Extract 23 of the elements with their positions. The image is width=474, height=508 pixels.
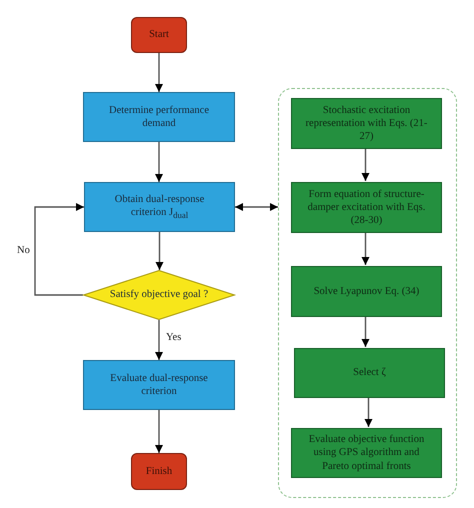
arrow: [364, 397, 372, 427]
arrow: [156, 232, 164, 270]
process-box: Determine performance demand: [83, 92, 235, 142]
arrow: [235, 203, 278, 211]
arrow: [362, 316, 370, 347]
arrow: [155, 320, 163, 360]
arrow: [34, 203, 84, 296]
decision-diamond: Satisfy objective goal ?: [83, 270, 235, 320]
arrow: [362, 148, 370, 181]
terminal-box: Finish: [131, 453, 187, 490]
arrow: [362, 232, 370, 265]
arrow: [155, 142, 163, 182]
process-box: Select ζ: [294, 348, 445, 398]
arrow: [155, 410, 163, 453]
terminal-box: Start: [131, 17, 187, 53]
process-box: Solve Lyapunov Eq. (34): [291, 266, 442, 317]
process-box: Stochastic excitation representation with Eqs. (21-27): [291, 98, 442, 149]
process-box: Evaluate dual-response criterion: [83, 360, 235, 410]
arrow: [155, 53, 163, 92]
dashed-group-box: [278, 88, 457, 498]
process-box: Evaluate objective function using GPS algorithm and Pareto optimal fronts: [291, 428, 442, 478]
process-box: Obtain dual-response criterion J$_{dual}$: [84, 182, 235, 232]
process-box: Form equation of structure-damper excitation with Eqs. (28-30): [291, 182, 442, 233]
